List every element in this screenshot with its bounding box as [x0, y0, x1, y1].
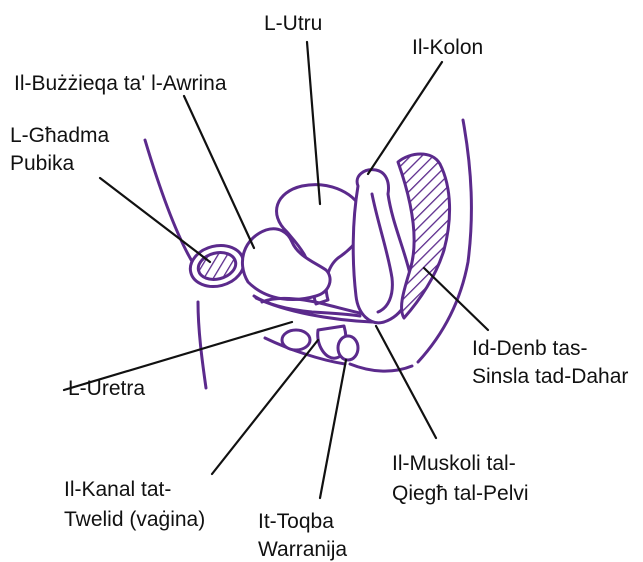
leader-uterus: [307, 42, 320, 204]
label-urethra: L-Uretra: [68, 377, 145, 400]
label-vagina-line2: Twelid (vaġina): [64, 508, 205, 531]
sacrum-coccyx-shape: [398, 154, 450, 318]
leader-pelvic-floor: [376, 326, 436, 438]
leader-anus: [320, 360, 346, 498]
label-pubic-bone-line2: Pubika: [10, 152, 75, 175]
anus-opening: [338, 336, 358, 360]
thigh-outline: [198, 302, 206, 388]
label-coccyx-line2: Sinsla tad-Dahar: [472, 365, 628, 388]
label-pubic-bone-line1: L-Għadma: [10, 124, 110, 147]
label-colon: Il-Kolon: [412, 36, 483, 59]
label-coccyx-line1: Id-Denb tas-: [472, 337, 588, 360]
label-uterus: L-Utru: [264, 12, 322, 35]
label-vagina-line1: Il-Kanal tat-: [64, 478, 171, 501]
buttock-outline: [350, 364, 412, 371]
leader-coccyx: [424, 268, 488, 330]
label-anus-line2: Warranija: [258, 538, 347, 561]
leader-pubic-bone: [100, 178, 210, 262]
leader-vagina: [212, 340, 318, 474]
leader-bladder: [184, 96, 254, 248]
label-pelvic-floor-line1: Il-Muskoli tal-: [392, 452, 516, 475]
label-bladder: Il-Bużżieqa ta' l-Awrina: [14, 72, 227, 95]
label-pelvic-floor-line2: Qiegħ tal-Pelvi: [392, 482, 529, 505]
urethra-opening: [282, 330, 310, 350]
label-anus-line1: It-Toqba: [258, 510, 334, 533]
abdomen-outline: [145, 140, 196, 268]
